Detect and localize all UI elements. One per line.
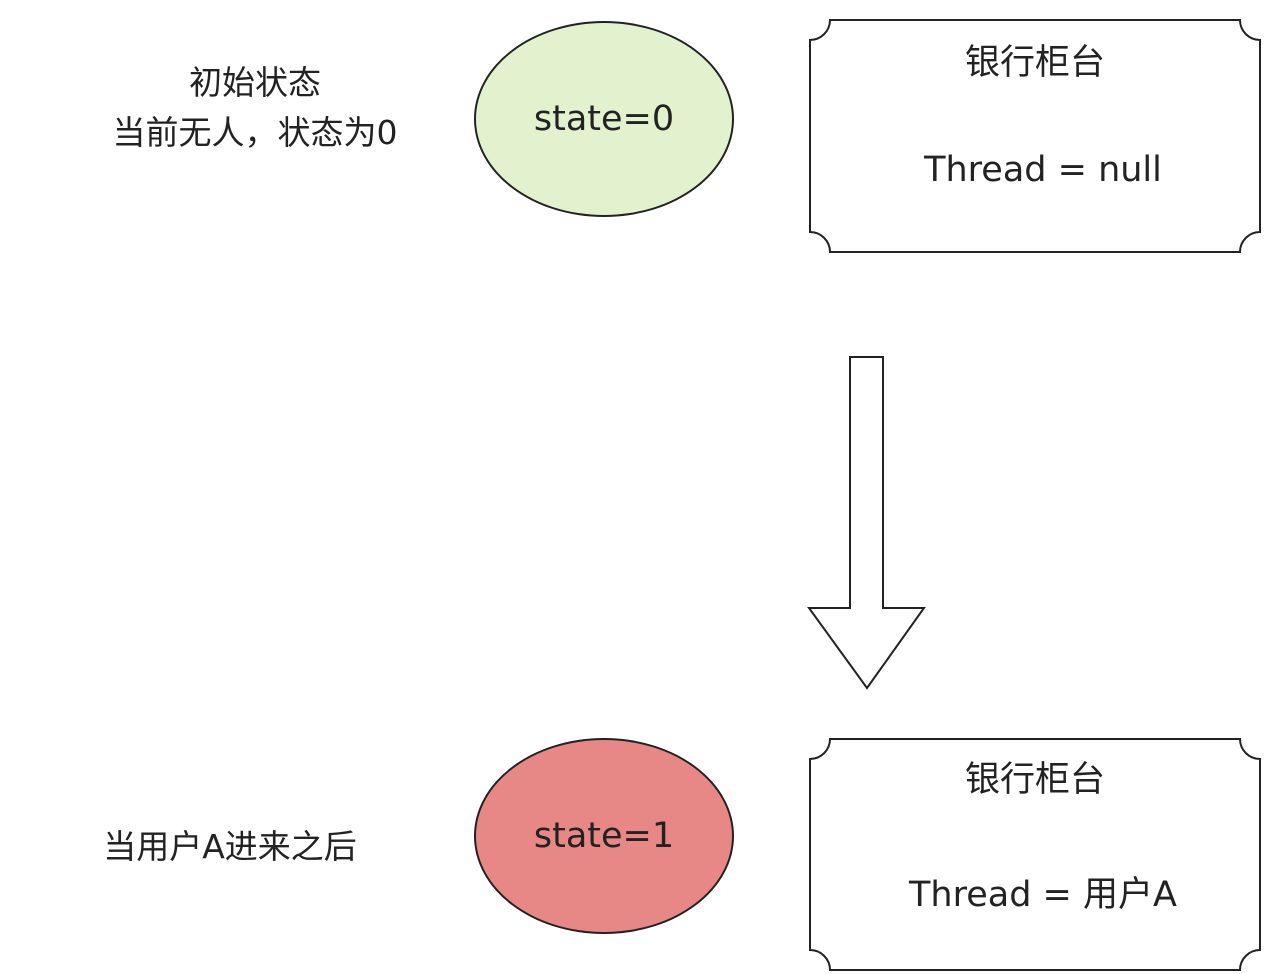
state-ellipse-after: state=1 [474,738,734,934]
counter-thread-top: Thread = null [924,150,1162,190]
initial-state-caption-line2: 当前无人，状态为0 [112,113,398,152]
counter-box-bottom [809,738,1261,971]
counter-title-bottom: 银行柜台 [964,760,1105,800]
after-state-caption: 当用户A进来之后 [103,827,357,866]
counter-box-top [809,19,1261,253]
state-ellipse-initial: state=0 [474,21,734,217]
counter-title-top: 银行柜台 [964,43,1105,83]
down-arrow-icon [807,356,926,690]
initial-state-caption-line1: 初始状态 [189,63,321,102]
initial-state-caption: 初始状态 当前无人，状态为0 [60,58,450,158]
state-label-after: state=1 [533,816,675,856]
state-label-initial: state=0 [533,99,675,139]
counter-thread-bottom: Thread = 用户A [909,875,1177,915]
